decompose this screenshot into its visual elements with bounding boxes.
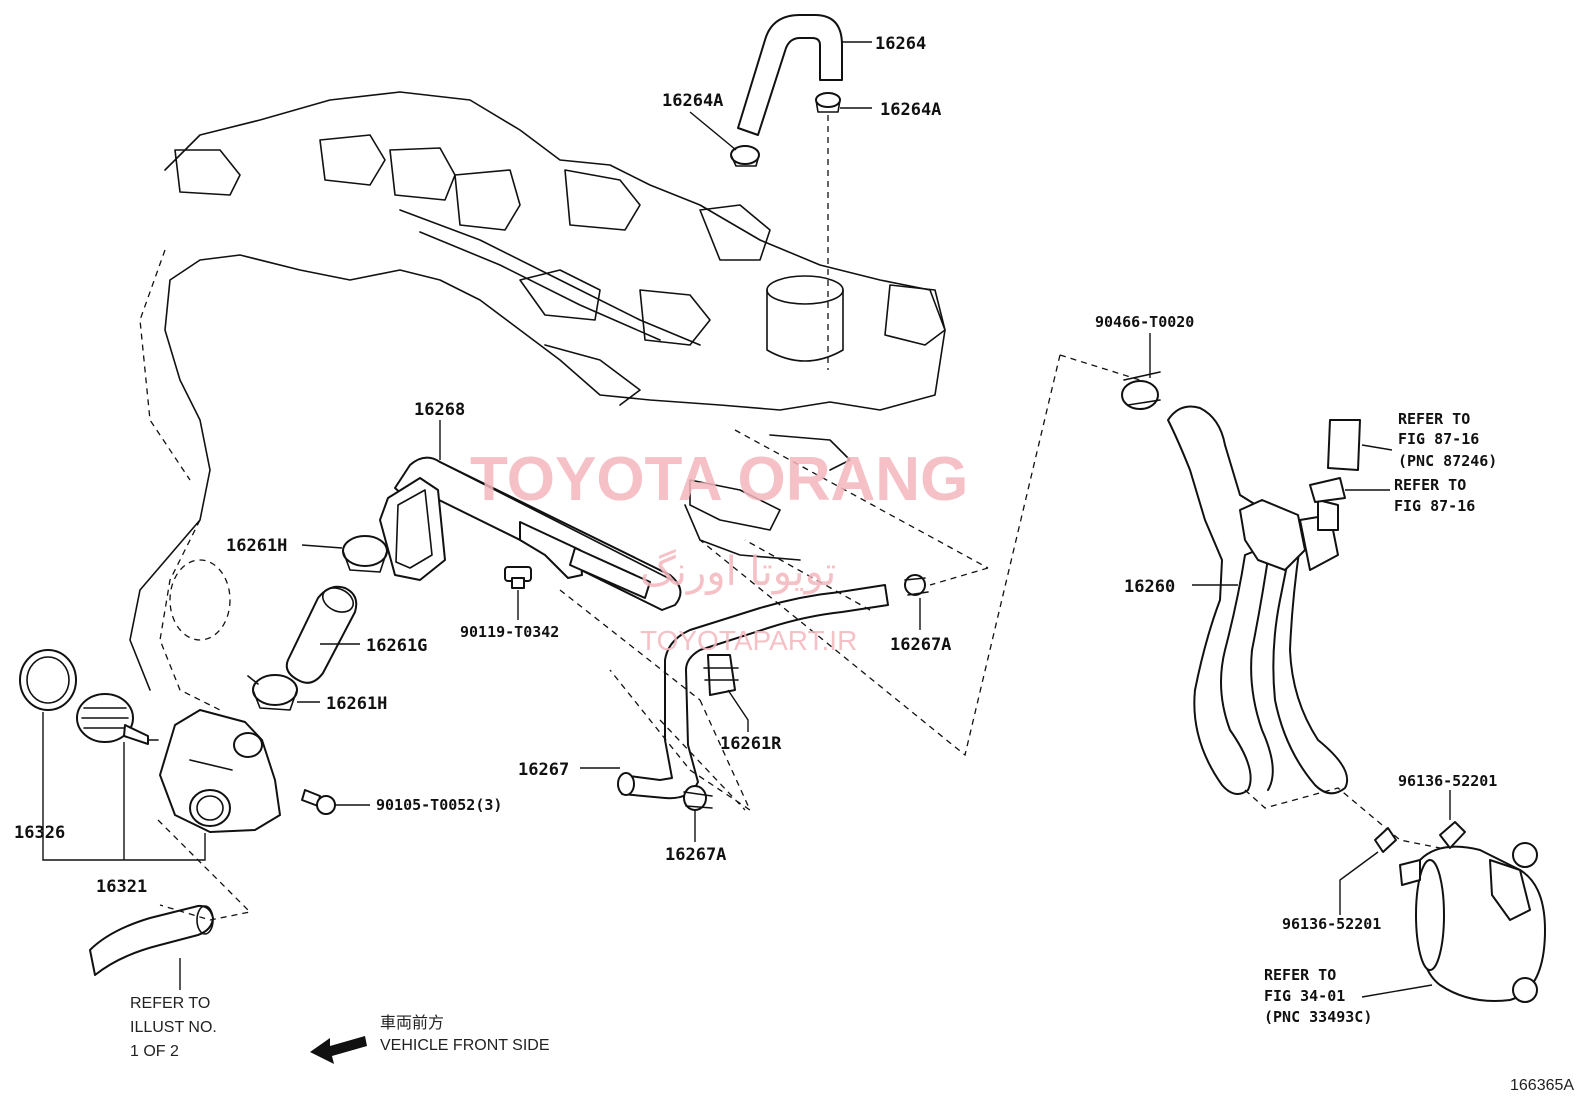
clamp-16267A-bottom	[683, 785, 713, 811]
svg-text:REFER TO: REFER TO	[1394, 476, 1466, 494]
thermostat-16321	[76, 693, 159, 745]
clamp-16261H-top	[342, 535, 388, 573]
oil-cooler	[1399, 842, 1546, 1003]
clamp-16261H-bottom	[247, 674, 298, 711]
clamp-96136-bottom	[1374, 827, 1397, 853]
label-16264A-right: 16264A	[880, 100, 941, 120]
clamp-96136-top	[1439, 821, 1466, 849]
label-16267A-right: 16267A	[890, 635, 951, 655]
label-16267: 16267	[518, 760, 569, 780]
dash-16260-long	[699, 354, 1061, 757]
bolt-90105-T0052	[301, 789, 336, 815]
hose-16267	[617, 584, 889, 800]
dash-housing-to-hose	[157, 819, 252, 921]
label-16321: 16321	[96, 877, 147, 897]
note-refer-87246: REFER TO FIG 87-16 (PNC 87246)	[1398, 410, 1497, 470]
engine-block-outline	[129, 91, 946, 711]
label-90466-T0020: 90466-T0020	[1095, 313, 1194, 331]
note-refer-8716: REFER TO FIG 87-16	[1394, 476, 1475, 515]
clamp-16267A-right	[904, 574, 929, 596]
watermark-title: TOYOTA ORANG	[470, 445, 968, 514]
svg-text:(PNC 33493C): (PNC 33493C)	[1264, 1008, 1372, 1026]
svg-text:REFER TO: REFER TO	[1264, 966, 1336, 984]
svg-text:REFER TO: REFER TO	[1398, 410, 1470, 428]
svg-text:ILLUST NO.: ILLUST NO.	[130, 1019, 217, 1036]
label-16264A-left: 16264A	[662, 91, 723, 111]
label-16260: 16260	[1124, 577, 1175, 597]
leader-lines	[42, 41, 1451, 998]
label-96136-top: 96136-52201	[1398, 772, 1497, 790]
label-16261R: 16261R	[720, 734, 782, 754]
svg-text:(PNC 87246): (PNC 87246)	[1398, 452, 1497, 470]
hose-16260	[1167, 405, 1361, 795]
vehicle-front-english: VEHICLE FRONT SIDE	[380, 1037, 550, 1054]
watermark-persian: تویوتا اورنگ	[640, 549, 836, 595]
label-16261G: 16261G	[366, 636, 427, 656]
vehicle-front-japanese: 車両前方	[380, 1014, 444, 1032]
label-16261H-top: 16261H	[226, 536, 287, 556]
hose-16264	[737, 14, 843, 136]
label-16264: 16264	[875, 34, 926, 54]
hose-16261G	[285, 585, 358, 684]
dash-16260-left	[1059, 354, 1141, 381]
watermark-url: TOYOTAPART.IR	[640, 625, 857, 656]
note-refer-3401: REFER TO FIG 34-01 (PNC 33493C)	[1264, 966, 1372, 1026]
pipe-16268	[379, 456, 682, 611]
note-refer-illust: REFER TO ILLUST NO. 1 OF 2	[130, 995, 217, 1060]
label-90105-T0052: 90105-T0052(3)	[376, 796, 502, 814]
hose-refer-illust	[89, 904, 214, 976]
svg-text:1 OF 2: 1 OF 2	[130, 1043, 179, 1060]
label-96136-bottom: 96136-52201	[1282, 915, 1381, 933]
clamp-90466-T0020	[1121, 371, 1161, 410]
svg-text:FIG 87-16: FIG 87-16	[1394, 497, 1475, 515]
bolt-90119-T0342	[504, 566, 532, 589]
clamp-16261R	[703, 654, 739, 696]
dash-16260-bottom	[1244, 787, 1501, 861]
svg-text:FIG 87-16: FIG 87-16	[1398, 430, 1479, 448]
vehicle-front-arrow-icon	[310, 1036, 367, 1064]
label-16261H-bottom: 16261H	[326, 694, 387, 714]
label-90119-T0342: 90119-T0342	[460, 623, 559, 641]
figure-id: 166365A	[1510, 1077, 1574, 1094]
clamp-16264A-right	[815, 92, 841, 113]
water-inlet-housing	[159, 709, 281, 833]
dash-engine-center	[559, 429, 989, 812]
svg-text:REFER TO: REFER TO	[130, 995, 210, 1012]
label-16326: 16326	[14, 823, 65, 843]
gasket-16326	[19, 649, 77, 711]
label-16268: 16268	[414, 400, 465, 420]
label-16267A-bottom: 16267A	[665, 845, 726, 865]
svg-text:FIG 34-01: FIG 34-01	[1264, 987, 1345, 1005]
clamp-16264A-left	[730, 145, 760, 167]
